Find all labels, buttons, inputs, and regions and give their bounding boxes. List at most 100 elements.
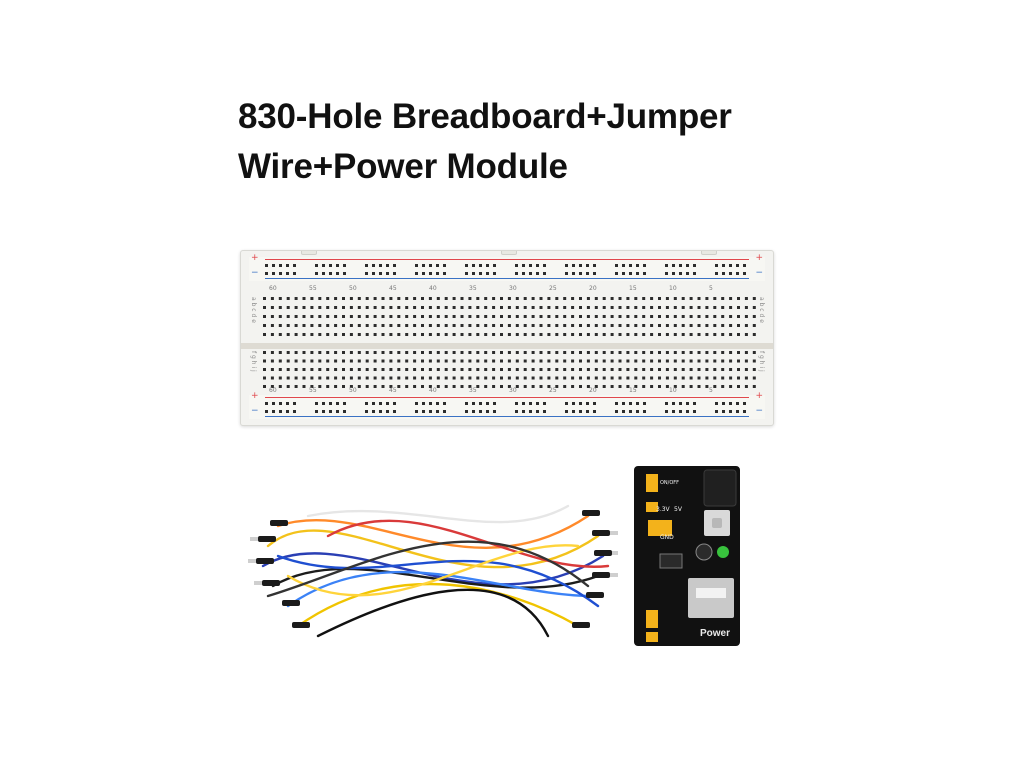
rail-hole	[629, 272, 632, 275]
breadboard-hole	[349, 359, 353, 363]
breadboard-hole	[310, 333, 314, 336]
breadboard-hole	[373, 315, 377, 318]
breadboard-hole	[737, 306, 740, 309]
breadboard-hole	[484, 333, 488, 336]
breadboard-hole	[642, 359, 646, 363]
rail-hole	[529, 264, 532, 267]
breadboard-hole	[334, 376, 338, 380]
rail-hole	[472, 264, 475, 267]
rail-hole	[672, 272, 675, 275]
rail-hole	[429, 410, 432, 413]
breadboard-hole	[737, 385, 740, 388]
rail-hole	[386, 264, 389, 267]
column-number: 5	[709, 285, 713, 292]
breadboard-hole	[539, 351, 543, 354]
rail-hole	[479, 410, 482, 413]
breadboard-hole	[752, 385, 756, 388]
breadboard-hole	[626, 315, 630, 318]
column-number: 20	[589, 285, 597, 292]
breadboard-hole	[721, 324, 725, 327]
breadboard-hole	[381, 368, 385, 371]
breadboard-hole	[689, 359, 693, 363]
breadboard-hole	[689, 306, 693, 309]
breadboard-hole	[492, 359, 496, 363]
breadboard-hole	[507, 376, 511, 380]
breadboard-hole	[563, 376, 567, 380]
breadboard-hole	[571, 324, 575, 327]
rail-hole	[279, 272, 282, 275]
breadboard-hole	[484, 306, 488, 309]
rail-hole	[315, 410, 318, 413]
row-letters: f g h i j	[250, 351, 257, 372]
rail-blue-line	[265, 278, 749, 279]
breadboard-hole	[515, 359, 519, 363]
column-number: 45	[389, 387, 397, 394]
breadboard-hole	[697, 297, 701, 300]
breadboard-hole	[681, 306, 685, 309]
breadboard-hole	[302, 324, 306, 327]
breadboard-hole	[665, 359, 669, 363]
breadboard-hole	[673, 306, 677, 309]
breadboard-hole	[563, 385, 567, 388]
rail-hole	[429, 272, 432, 275]
breadboard-hole	[539, 368, 543, 371]
breadboard-hole	[658, 368, 661, 371]
breadboard-hole	[476, 315, 480, 318]
rail-hole	[515, 402, 518, 405]
breadboard-hole	[318, 306, 322, 309]
column-number: 60	[269, 387, 277, 394]
breadboard-hole	[665, 368, 669, 371]
rail-hole	[715, 272, 718, 275]
plus-sign: +	[755, 391, 763, 401]
rail-hole	[729, 264, 732, 267]
breadboard-hole	[342, 385, 345, 388]
breadboard-hole	[721, 368, 725, 371]
rail-hole	[293, 410, 296, 413]
rail-hole	[543, 410, 546, 413]
breadboard-hole	[342, 368, 345, 371]
breadboard-hole	[594, 315, 598, 318]
breadboard-hole	[689, 315, 693, 318]
column-number: 55	[309, 387, 317, 394]
breadboard-hole	[381, 306, 385, 309]
rail-hole	[572, 402, 575, 405]
breadboard-hole	[539, 324, 543, 327]
rail-hole	[493, 402, 496, 405]
breadboard-hole	[421, 368, 424, 371]
rail-hole	[515, 272, 518, 275]
breadboard-hole	[507, 306, 511, 309]
breadboard-hole	[586, 351, 590, 354]
breadboard-hole	[421, 324, 424, 327]
rail-hole	[743, 410, 746, 413]
breadboard-hole	[444, 324, 448, 327]
breadboard-hole	[500, 368, 503, 371]
breadboard-hole	[476, 306, 480, 309]
power-rail-bottom: + − + −	[249, 391, 765, 419]
breadboard-hole	[294, 333, 298, 336]
breadboard-hole	[428, 351, 432, 354]
breadboard-hole	[452, 315, 456, 318]
breadboard-hole	[349, 333, 353, 336]
breadboard-hole	[523, 315, 527, 318]
breadboard-hole	[697, 306, 701, 309]
breadboard-hole	[610, 359, 614, 363]
breadboard-hole	[310, 297, 314, 300]
breadboard-hole	[531, 376, 535, 380]
breadboard-hole	[365, 333, 369, 336]
breadboard-hole	[515, 306, 519, 309]
breadboard-hole	[357, 351, 361, 354]
breadboard-hole	[452, 368, 456, 371]
breadboard-hole	[705, 306, 709, 309]
breadboard-hole	[721, 385, 725, 388]
breadboard-hole	[713, 359, 717, 363]
breadboard-hole	[349, 368, 353, 371]
column-number: 45	[389, 285, 397, 292]
rail-hole	[715, 264, 718, 267]
breadboard-hole	[484, 376, 488, 380]
rail-hole	[629, 410, 632, 413]
minus-sign: −	[251, 406, 259, 416]
breadboard-hole	[310, 359, 314, 363]
breadboard-hole	[523, 297, 527, 300]
breadboard-hole	[500, 359, 503, 363]
